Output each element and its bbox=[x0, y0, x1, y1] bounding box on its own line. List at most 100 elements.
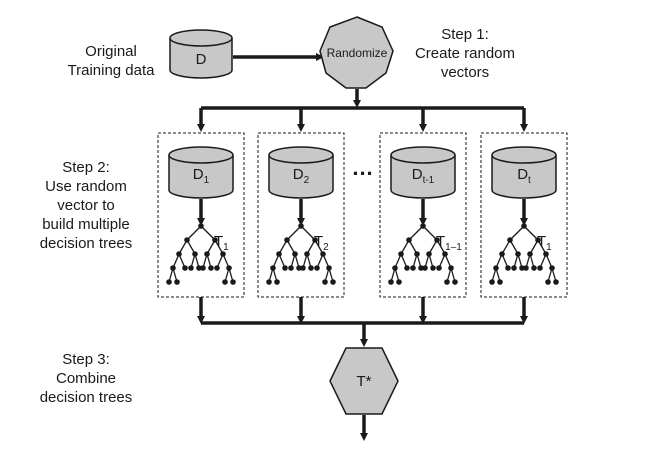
tree-node bbox=[308, 265, 314, 271]
tree-node bbox=[274, 279, 280, 285]
tree-node bbox=[545, 279, 551, 285]
tree-edge bbox=[422, 225, 438, 241]
tree-node bbox=[188, 265, 194, 271]
tree-node bbox=[537, 265, 543, 271]
subset-label-4: Dt bbox=[517, 166, 531, 186]
tree-node bbox=[507, 237, 513, 243]
tree-node bbox=[214, 265, 220, 271]
tree-node bbox=[549, 265, 555, 271]
subset-column-2 bbox=[257, 108, 345, 298]
tree-node bbox=[404, 265, 410, 271]
tree-edge bbox=[523, 225, 539, 241]
tree-node bbox=[436, 265, 442, 271]
tree-node bbox=[322, 279, 328, 285]
tree-node bbox=[200, 265, 206, 271]
tree-node bbox=[176, 251, 182, 257]
step2-line-4: build multiple bbox=[42, 216, 130, 233]
tree-node bbox=[326, 265, 332, 271]
randomize-label: Randomize bbox=[326, 46, 388, 60]
step2-line-3: vector to bbox=[57, 197, 115, 214]
decision-tree-icon-2 bbox=[266, 223, 336, 285]
tree-node bbox=[430, 265, 436, 271]
step1-line-3: vectors bbox=[440, 64, 490, 81]
tree-node bbox=[396, 279, 402, 285]
tree-node bbox=[330, 279, 336, 285]
tree-node bbox=[553, 279, 559, 285]
tree-node bbox=[418, 265, 424, 271]
subset-label-2: D2 bbox=[292, 166, 310, 186]
tree-node bbox=[531, 265, 537, 271]
tree-node bbox=[444, 279, 450, 285]
tree-node bbox=[282, 265, 288, 271]
input-cylinder-label: D bbox=[195, 51, 207, 68]
tree-label-2: T2 bbox=[314, 233, 329, 253]
input-caption-line-1: Original bbox=[85, 43, 137, 60]
step3-line-1: Step 3: bbox=[62, 351, 110, 368]
tree-node bbox=[448, 265, 454, 271]
tree-node bbox=[226, 265, 232, 271]
tree-node bbox=[505, 265, 511, 271]
tree-node bbox=[535, 237, 541, 243]
tree-node bbox=[406, 237, 412, 243]
tree-edge bbox=[200, 225, 216, 241]
tree-node bbox=[452, 279, 458, 285]
tree-edge bbox=[509, 225, 525, 241]
tree-node bbox=[300, 265, 306, 271]
input-caption: Original Training data bbox=[56, 42, 166, 80]
tree-node bbox=[388, 279, 394, 285]
subset-column-4 bbox=[480, 108, 568, 298]
tree-node bbox=[198, 223, 204, 229]
tree-node bbox=[410, 265, 416, 271]
tree-node bbox=[296, 265, 302, 271]
tree-node bbox=[519, 265, 525, 271]
tree-edge bbox=[408, 225, 424, 241]
tree-node bbox=[304, 251, 310, 257]
step2-line-2: Use random bbox=[45, 178, 127, 195]
tree-node bbox=[230, 279, 236, 285]
tree-node bbox=[170, 265, 176, 271]
output-label: T* bbox=[356, 373, 372, 390]
tree-node bbox=[208, 265, 214, 271]
tree-node bbox=[166, 279, 172, 285]
tree-node bbox=[515, 251, 521, 257]
tree-node bbox=[314, 265, 320, 271]
tree-node bbox=[312, 237, 318, 243]
tree-node bbox=[174, 279, 180, 285]
tree-node bbox=[527, 251, 533, 257]
ellipsis: ... bbox=[352, 155, 374, 180]
tree-node bbox=[184, 237, 190, 243]
step1-text: Step 1: Create random vectors bbox=[400, 25, 530, 82]
decision-tree-icon-1 bbox=[166, 223, 236, 285]
tree-edge bbox=[186, 225, 202, 241]
tree-node bbox=[493, 265, 499, 271]
tree-node bbox=[292, 251, 298, 257]
subset-label-1: D1 bbox=[192, 166, 210, 186]
subset-label-3: Dt-1 bbox=[411, 166, 435, 186]
tree-node bbox=[182, 265, 188, 271]
decision-tree-icon-4 bbox=[489, 223, 559, 285]
tree-node bbox=[392, 265, 398, 271]
tree-node bbox=[523, 265, 529, 271]
output-hexagon bbox=[329, 347, 399, 415]
tree-node bbox=[398, 251, 404, 257]
step2-line-1: Step 2: bbox=[62, 159, 110, 176]
decision-tree-icon-3 bbox=[388, 223, 458, 285]
tree-node bbox=[499, 251, 505, 257]
tree-node bbox=[298, 223, 304, 229]
tree-node bbox=[511, 265, 517, 271]
tree-node bbox=[192, 251, 198, 257]
randomize-heptagon bbox=[319, 16, 394, 89]
tree-node bbox=[288, 265, 294, 271]
tree-edge bbox=[286, 225, 302, 241]
tree-node bbox=[420, 223, 426, 229]
tree-node bbox=[422, 265, 428, 271]
step3-line-3: decision trees bbox=[39, 389, 133, 406]
tree-node bbox=[442, 251, 448, 257]
tree-label-4: T1 bbox=[537, 233, 552, 253]
step2-text: Step 2: Use random vector to build multi… bbox=[20, 158, 152, 253]
step3-line-2: Combine bbox=[55, 370, 117, 387]
tree-label-3: T1–1 bbox=[436, 233, 462, 253]
step2-line-5: decision trees bbox=[39, 235, 133, 252]
tree-node bbox=[196, 265, 202, 271]
